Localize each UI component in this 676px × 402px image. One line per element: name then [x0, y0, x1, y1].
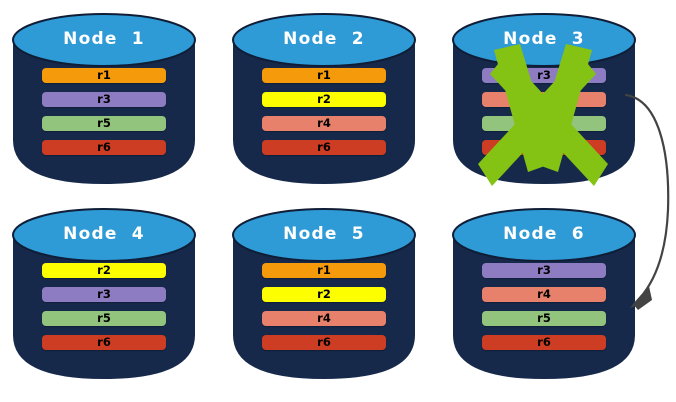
node-5-replica-stack: r1 r2 r4 r6	[262, 263, 386, 350]
replica-item[interactable]: r6	[42, 335, 166, 350]
replica-item[interactable]: r1	[262, 68, 386, 83]
replica-item[interactable]: r1	[262, 263, 386, 278]
replica-item[interactable]: r3	[482, 263, 606, 278]
replica-item[interactable]: r1	[42, 68, 166, 83]
replica-item[interactable]: r2	[262, 92, 386, 107]
node-1-replica-stack: r1 r3 r5 r6	[42, 68, 166, 155]
replica-item[interactable]: r3	[482, 68, 606, 83]
replica-item[interactable]: r6	[262, 140, 386, 155]
node-2[interactable]: Node 2 r1 r2 r4 r6	[232, 12, 416, 184]
node-4[interactable]: Node 4 r2 r3 r5 r6	[12, 207, 196, 379]
replica-item[interactable]: r4	[262, 116, 386, 131]
replica-item[interactable]: r6	[482, 335, 606, 350]
node-3-replica-stack: r3 r4 r5 r6	[482, 68, 606, 155]
replica-item[interactable]: r6	[42, 140, 166, 155]
replica-item[interactable]: r5	[42, 311, 166, 326]
replica-item[interactable]: r3	[42, 92, 166, 107]
node-1[interactable]: Node 1 r1 r3 r5 r6	[12, 12, 196, 184]
replica-item[interactable]: r6	[262, 335, 386, 350]
node-6[interactable]: Node 6 r3 r4 r5 r6	[452, 207, 636, 379]
node-6-replica-stack: r3 r4 r5 r6	[482, 263, 606, 350]
replica-item[interactable]: r4	[482, 287, 606, 302]
node-5[interactable]: Node 5 r1 r2 r4 r6	[232, 207, 416, 379]
curved-arrow-icon	[624, 93, 670, 310]
replica-item[interactable]: r3	[42, 287, 166, 302]
replica-item[interactable]: r2	[42, 263, 166, 278]
replica-item[interactable]: r5	[42, 116, 166, 131]
replica-item[interactable]: r2	[262, 287, 386, 302]
node-2-replica-stack: r1 r2 r4 r6	[262, 68, 386, 155]
replica-item[interactable]: r5	[482, 116, 606, 131]
replica-item[interactable]: r5	[482, 311, 606, 326]
replica-item[interactable]: r6	[482, 140, 606, 155]
node-4-replica-stack: r2 r3 r5 r6	[42, 263, 166, 350]
replica-item[interactable]: r4	[262, 311, 386, 326]
replica-item[interactable]: r4	[482, 92, 606, 107]
